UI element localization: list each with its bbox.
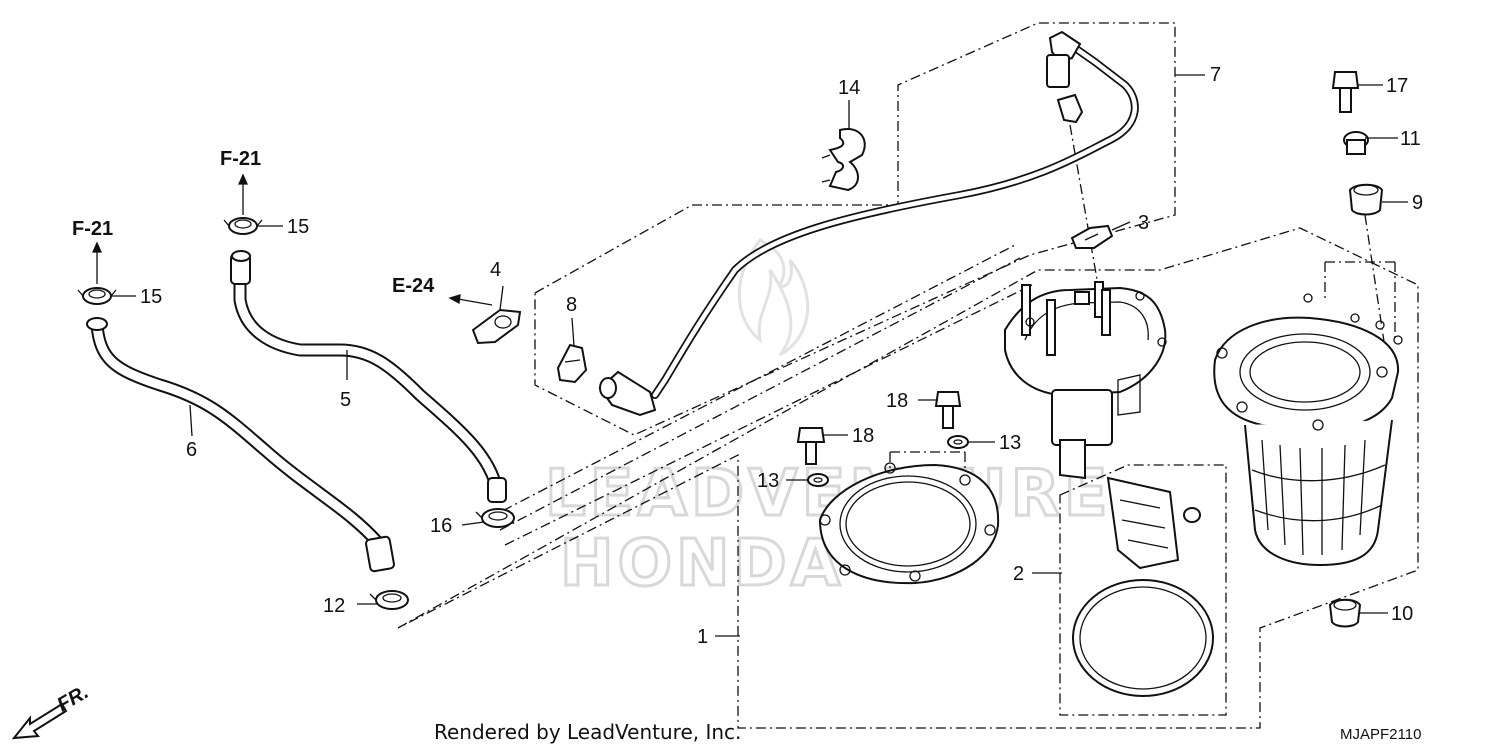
label-part-4: 4 [490, 259, 501, 281]
part-labels: 1 2 3 4 5 6 7 8 9 10 11 12 13 13 14 15 1… [140, 64, 1423, 648]
grommet-10[interactable] [1328, 598, 1362, 628]
ref-e24: E-24 [392, 275, 435, 297]
clip-15-left[interactable] [77, 287, 117, 305]
footer-credit: Rendered by LeadVenture, Inc. [434, 720, 741, 744]
watermark-flame-icon [737, 238, 810, 357]
label-part-16: 16 [430, 515, 452, 537]
label-part-15-left: 15 [140, 286, 162, 308]
label-part-11: 11 [1400, 128, 1421, 150]
label-part-13-left: 13 [757, 470, 779, 492]
hose-5[interactable] [230, 250, 507, 503]
label-part-1: 1 [697, 626, 708, 648]
gasket-flange[interactable] [818, 462, 1000, 585]
bolt-18-upper[interactable] [934, 391, 962, 429]
grommet-9[interactable] [1348, 183, 1384, 216]
label-part-3: 3 [1138, 212, 1149, 234]
leader-lines [111, 74, 1408, 637]
washer-13-right[interactable] [947, 435, 969, 449]
clamp-8[interactable] [556, 343, 588, 384]
label-part-18-upper: 18 [886, 390, 908, 412]
collar-11[interactable] [1343, 131, 1369, 155]
label-part-15-top: 15 [287, 216, 309, 238]
label-part-7: 7 [1210, 64, 1221, 86]
clip-15-top[interactable] [223, 217, 263, 235]
watermark: LEADVENTURE HONDA [544, 238, 1109, 603]
pump-unit[interactable] [1004, 281, 1167, 480]
label-part-6: 6 [186, 439, 197, 461]
ref-f21-top: F-21 [220, 148, 261, 170]
clamp-4[interactable] [471, 308, 522, 345]
filter-kit-2[interactable] [1072, 476, 1214, 697]
hose-6[interactable] [86, 317, 395, 573]
label-part-17: 17 [1386, 75, 1408, 97]
diagram-code: MJAPF2110 [1340, 726, 1421, 743]
ref-f21-left: F-21 [72, 218, 113, 240]
fitting-3[interactable] [1070, 224, 1114, 249]
washer-13-left[interactable] [807, 473, 829, 487]
bolt-17[interactable] [1331, 71, 1360, 113]
outline-filter-kit-group [1059, 464, 1227, 716]
label-part-12: 12 [323, 595, 345, 617]
label-part-8: 8 [566, 294, 577, 316]
clip-12[interactable] [369, 590, 409, 610]
reference-arrows [91, 173, 493, 306]
label-part-2: 2 [1013, 563, 1024, 585]
clip-14[interactable] [821, 128, 866, 192]
clip-16[interactable] [475, 508, 515, 528]
label-part-10: 10 [1391, 603, 1413, 625]
fuel-line-7[interactable] [598, 30, 1139, 417]
filter-housing[interactable] [1213, 293, 1403, 567]
outline-pump-assembly-group [397, 227, 1419, 729]
label-part-5: 5 [340, 389, 351, 411]
label-part-14: 14 [838, 77, 860, 99]
label-part-18-lower: 18 [852, 425, 874, 447]
front-direction: FR. [11, 681, 92, 740]
watermark-honda: HONDA [560, 527, 844, 601]
reference-labels: F-21 F-21 E-24 [72, 148, 435, 297]
label-part-9: 9 [1412, 192, 1423, 214]
bolt-18-lower[interactable] [796, 427, 826, 465]
label-part-13-right: 13 [999, 432, 1021, 454]
front-arrow-icon [11, 702, 68, 740]
